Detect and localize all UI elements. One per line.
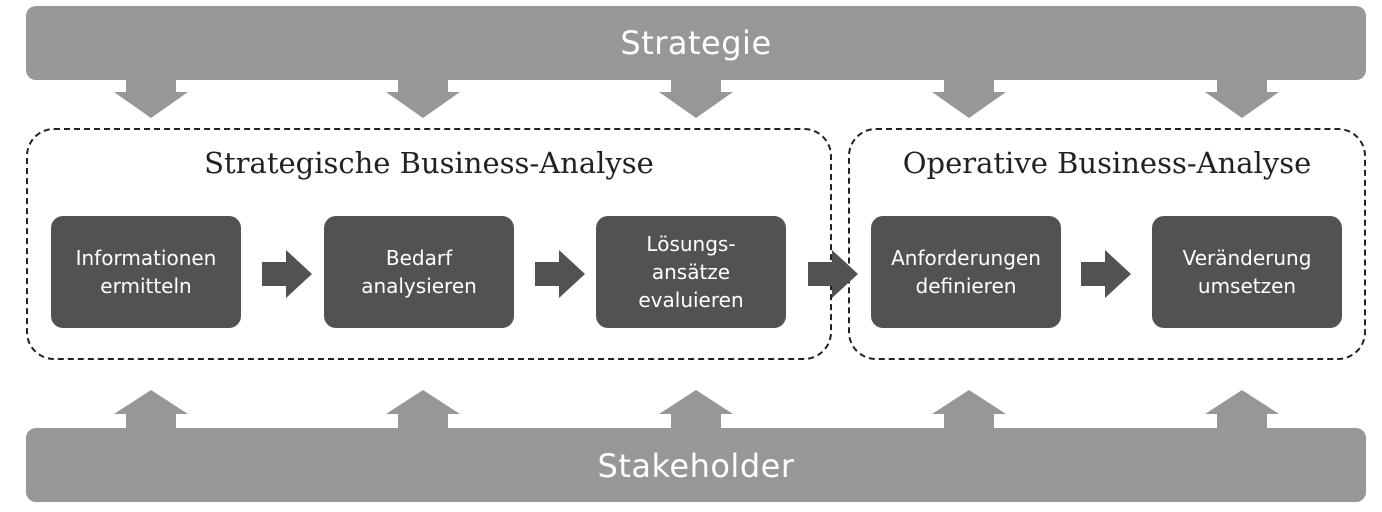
down-arrow-4	[932, 80, 1006, 118]
down-arrow-1	[114, 80, 188, 118]
operative-analysis-title: Operative Business-Analyse	[902, 146, 1312, 180]
step-line: Veränderung	[1182, 246, 1312, 270]
operative-analysis-group	[848, 128, 1366, 360]
step-line: Lösungs-	[646, 232, 736, 256]
up-arrow-1	[114, 390, 188, 428]
strategy-bar: Strategie	[26, 6, 1366, 80]
step-line: Informationen	[75, 246, 217, 270]
step-line: umsetzen	[1197, 274, 1297, 298]
up-arrow-4	[932, 390, 1006, 428]
right-arrow-4	[1081, 250, 1131, 298]
step-loesungsansaetze-evaluieren: Lösungs- ansätze evaluieren	[596, 216, 786, 328]
step-veraenderung-umsetzen: Veränderung umsetzen	[1152, 216, 1342, 328]
step-bedarf-analysieren: Bedarf analysieren	[324, 216, 514, 328]
step-line: analysieren	[361, 274, 477, 298]
strategy-label: Strategie	[620, 24, 772, 62]
step-line: Anforderungen	[891, 246, 1041, 270]
step-anforderungen-definieren: Anforderungen definieren	[871, 216, 1061, 328]
down-arrow-2	[386, 80, 460, 118]
step-line: evaluieren	[638, 288, 744, 312]
right-arrow-2	[535, 250, 585, 298]
right-arrow-3	[808, 250, 858, 298]
up-arrow-3	[659, 390, 733, 428]
down-arrow-3	[659, 80, 733, 118]
up-arrow-2	[386, 390, 460, 428]
step-line: ansätze	[651, 260, 731, 284]
right-arrow-1	[262, 250, 312, 298]
strategic-analysis-title: Strategische Business-Analyse	[204, 146, 654, 180]
step-line: definieren	[915, 274, 1017, 298]
step-line: Bedarf	[385, 246, 453, 270]
up-arrow-5	[1205, 390, 1279, 428]
step-line: ermitteln	[100, 274, 192, 298]
step-informationen-ermitteln: Informationen ermitteln	[51, 216, 241, 328]
down-arrow-5	[1205, 80, 1279, 118]
stakeholder-bar: Stakeholder	[26, 428, 1366, 502]
stakeholder-label: Stakeholder	[597, 447, 795, 485]
strategic-analysis-group	[26, 128, 832, 360]
